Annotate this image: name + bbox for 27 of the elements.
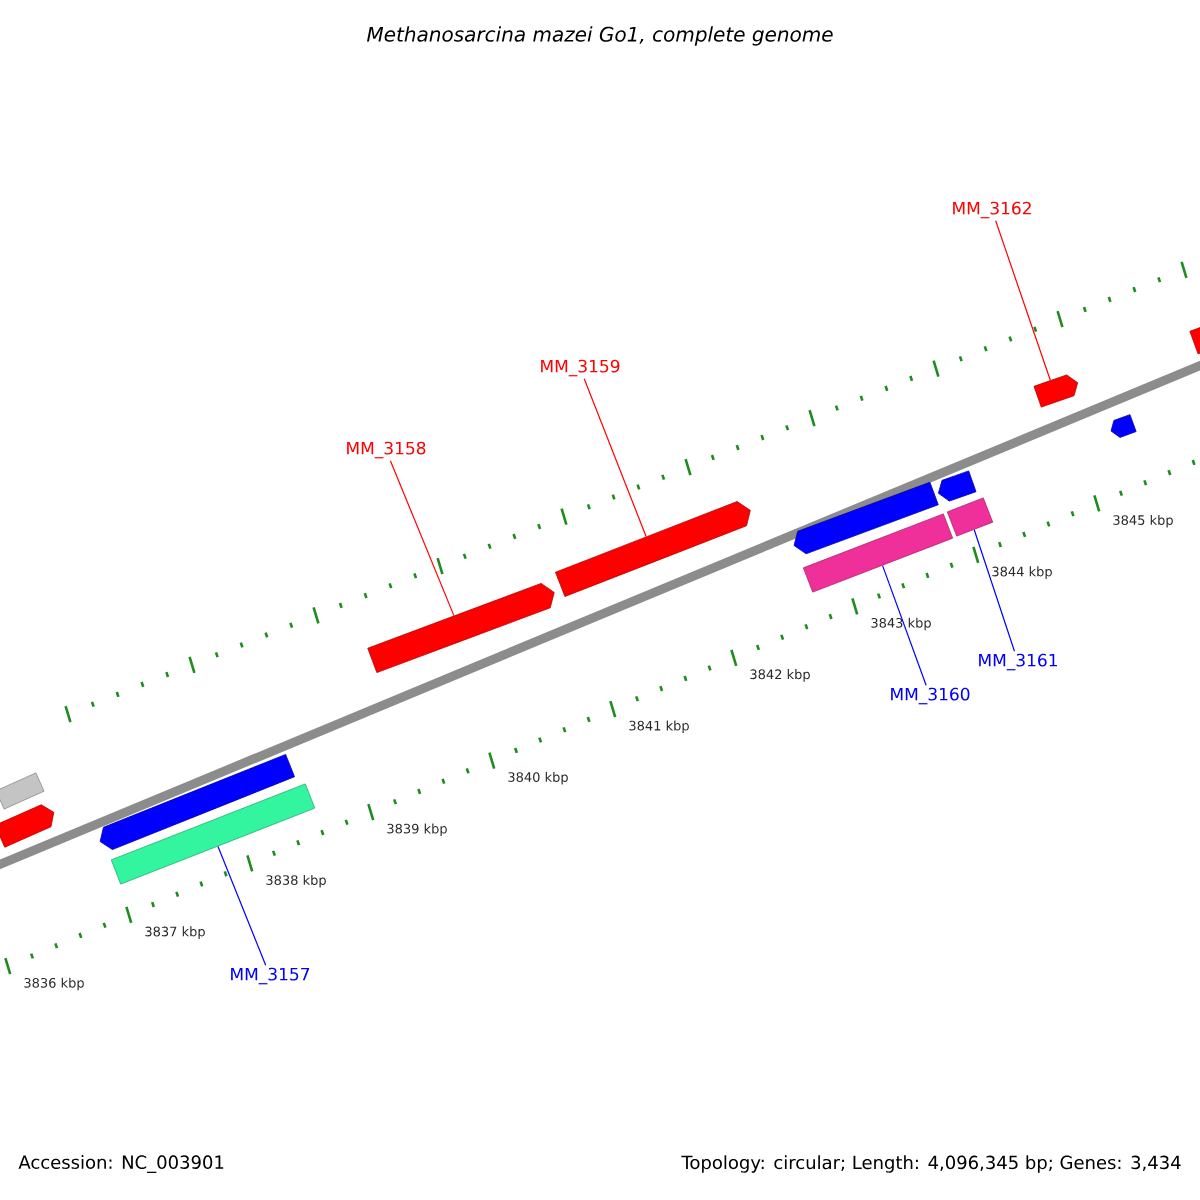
- gene-label: MM_3161: [979, 653, 1057, 671]
- gene-feature: [1189, 325, 1200, 355]
- gene-feature: [367, 583, 555, 673]
- gene-label: MM_3157: [231, 967, 310, 985]
- leader-line: [389, 460, 455, 617]
- gene-feature: [1110, 414, 1137, 438]
- title: Methanosarcina mazei Go1, complete genome: [367, 26, 833, 46]
- gene-feature: [0, 804, 55, 848]
- gene-label: MM_3162: [953, 201, 1031, 219]
- leader-line: [583, 378, 647, 538]
- gene-feature: [946, 497, 994, 537]
- gene-label: MM_3158: [347, 441, 426, 459]
- gene-feature: [0, 772, 45, 810]
- footer-text: Accession: NC_003901: [18, 1155, 224, 1173]
- leader-line: [217, 845, 267, 966]
- leader-line: [882, 565, 927, 686]
- gene-feature: [1033, 374, 1079, 408]
- leader-line: [973, 529, 1016, 652]
- gene-feature: [793, 481, 939, 555]
- footer-text: Topology: circular; Length: 4,096,345 bp; Genes: 3,434: [681, 1155, 1181, 1173]
- gene-label: MM_3159: [541, 359, 620, 377]
- gene-label: MM_3160: [891, 687, 970, 705]
- gene-feature: [802, 513, 954, 593]
- gene-feature: [555, 501, 751, 597]
- gene-feature: [938, 470, 977, 502]
- gene-feature: [99, 754, 295, 850]
- leader-line: [995, 220, 1051, 381]
